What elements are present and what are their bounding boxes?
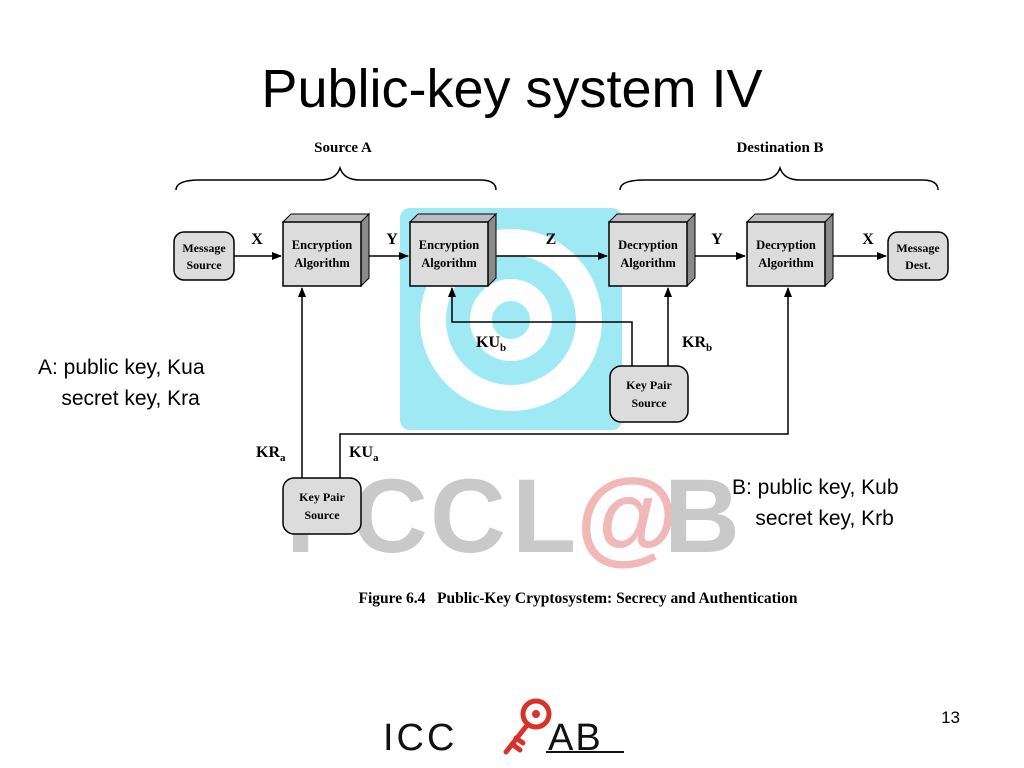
svg-text:C: C <box>430 458 506 575</box>
label-y2: Y <box>711 231 723 248</box>
svg-text:Decryption: Decryption <box>756 238 816 252</box>
svg-text:Source: Source <box>304 508 340 522</box>
label-x1: X <box>251 231 263 248</box>
figure-caption: Figure 6.4 Public-Key Cryptosystem: Secr… <box>359 590 798 607</box>
source-brace <box>175 165 497 191</box>
label-z: Z <box>546 231 557 248</box>
message-source-node: Message Source <box>173 231 235 281</box>
svg-text:Algorithm: Algorithm <box>758 256 814 270</box>
encryption-algorithm-1: Encryption Algorithm <box>281 212 371 288</box>
svg-text:Algorithm: Algorithm <box>421 256 477 270</box>
icclab-logo: ICC AB <box>383 698 624 759</box>
svg-text:Message: Message <box>896 241 940 255</box>
svg-text:Source: Source <box>631 396 667 410</box>
svg-text:Encryption: Encryption <box>292 238 352 252</box>
svg-text:Key Pair: Key Pair <box>626 378 672 392</box>
key-icon <box>503 698 552 755</box>
note-b-keys: B: public key, Kub secret key, Krb <box>732 476 899 530</box>
key-pair-source-b: Key Pair Source <box>609 365 689 423</box>
svg-text:Source: Source <box>186 258 222 272</box>
destination-brace <box>619 165 939 191</box>
source-a-label: Source A <box>314 140 372 156</box>
decryption-algorithm-1: Decryption Algorithm <box>607 212 697 288</box>
label-kra: KRa <box>256 444 286 464</box>
svg-text:C: C <box>352 458 428 575</box>
note-a-keys: A: public key, Kua secret key, Kra <box>38 356 205 410</box>
watermark-letters: I C C L @ B <box>286 458 740 575</box>
arrow-kua <box>339 287 792 478</box>
label-kua: KUa <box>349 444 379 464</box>
key-pair-source-a: Key Pair Source <box>282 477 362 535</box>
svg-text:Key Pair: Key Pair <box>299 490 345 504</box>
message-dest-node: Message Dest. <box>887 231 949 281</box>
svg-text:Encryption: Encryption <box>419 238 479 252</box>
svg-text:Message: Message <box>182 241 226 255</box>
destination-b-label: Destination B <box>736 140 823 156</box>
svg-text:Algorithm: Algorithm <box>620 256 676 270</box>
page-number: 13 <box>941 708 960 727</box>
svg-text:@: @ <box>576 458 678 575</box>
decryption-algorithm-2: Decryption Algorithm <box>745 212 835 288</box>
svg-text:Decryption: Decryption <box>618 238 678 252</box>
label-kub: KUb <box>476 334 506 354</box>
encryption-algorithm-2: Encryption Algorithm <box>408 212 498 288</box>
label-krb: KRb <box>682 334 712 354</box>
svg-text:ICC: ICC <box>383 717 457 759</box>
svg-text:Dest.: Dest. <box>905 258 931 272</box>
arrow-kub <box>448 287 633 366</box>
label-y1: Y <box>386 231 398 248</box>
svg-text:B: B <box>664 458 740 575</box>
slide-title: Public-key system IV <box>261 59 763 119</box>
svg-text:L: L <box>512 458 576 575</box>
label-x2: X <box>862 231 874 248</box>
svg-text:Algorithm: Algorithm <box>294 256 350 270</box>
